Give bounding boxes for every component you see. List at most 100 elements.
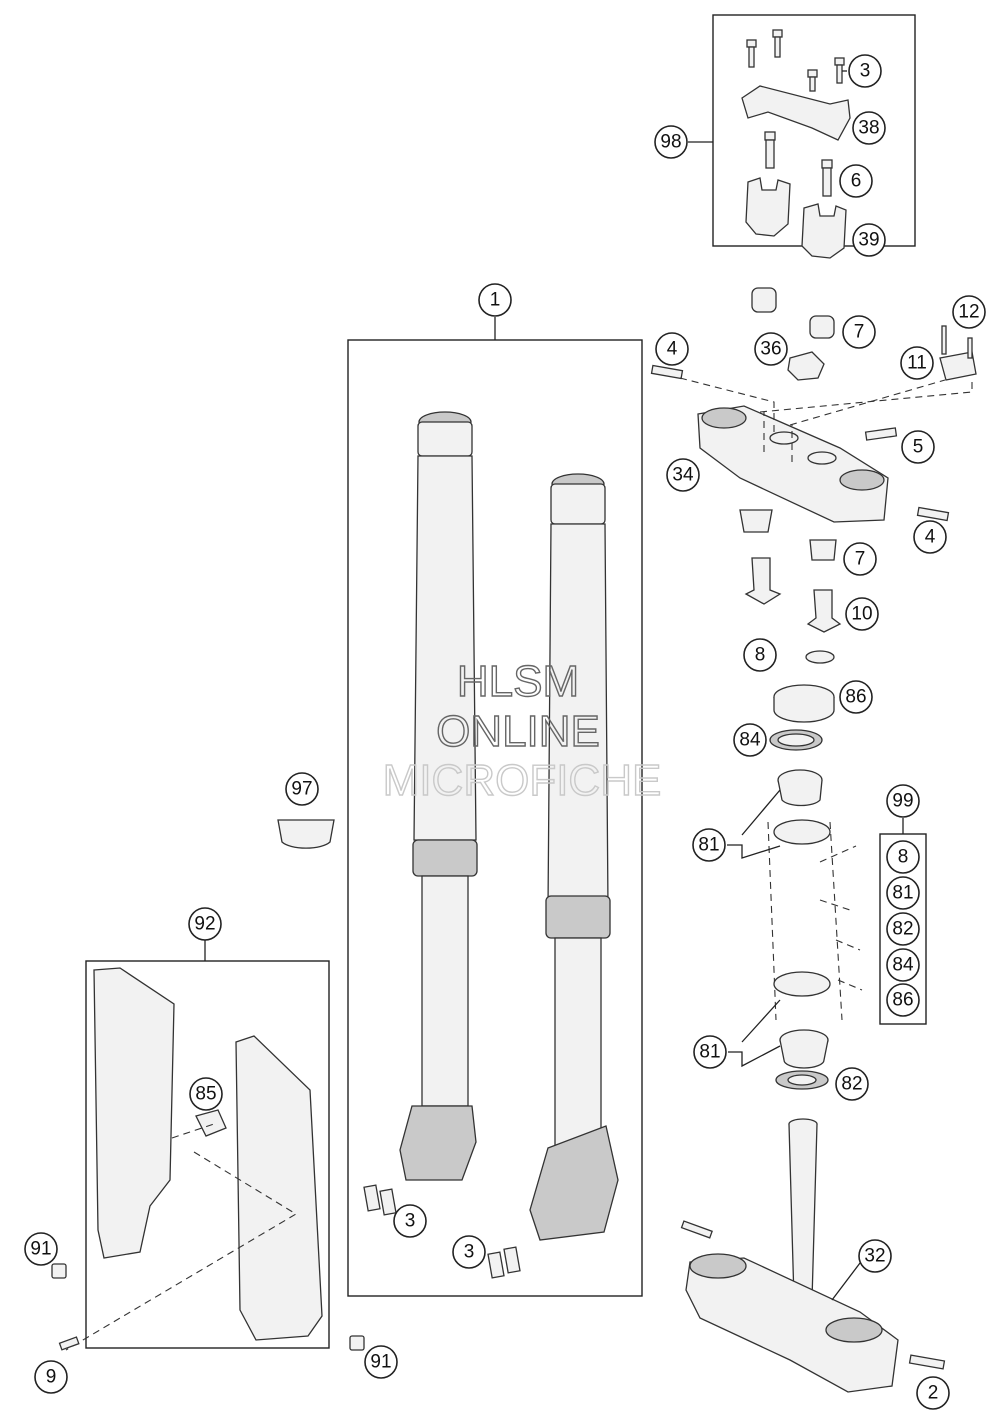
svg-text:97: 97	[291, 779, 312, 800]
mount-bracket	[939, 351, 977, 381]
kit-99-item-84[interactable]: 84	[886, 948, 920, 982]
svg-text:32: 32	[864, 1246, 885, 1267]
svg-text:91: 91	[30, 1239, 51, 1260]
fork-protector-ring	[277, 819, 335, 849]
callout-91-bottom[interactable]: 91	[364, 1345, 398, 1379]
svg-text:3: 3	[860, 61, 871, 82]
callout-6[interactable]: 6	[839, 164, 873, 198]
kit-99-box	[879, 818, 927, 1025]
svg-text:34: 34	[672, 465, 694, 486]
callout-85[interactable]: 85	[189, 1077, 223, 1111]
svg-text:7: 7	[855, 549, 866, 570]
steering-nut	[787, 351, 825, 381]
handlebar-clamp-top	[741, 85, 851, 141]
kit-98-frame	[688, 14, 916, 259]
callout-12[interactable]: 12	[952, 295, 986, 329]
svg-text:8: 8	[898, 847, 909, 868]
kit-99-item-8[interactable]: 8	[886, 840, 920, 874]
svg-text:81: 81	[698, 835, 719, 856]
watermark-line1: HLSM	[457, 657, 579, 706]
callout-32[interactable]: 32	[858, 1239, 892, 1273]
callout-3-kit[interactable]: 3	[848, 54, 882, 88]
bushings	[739, 509, 842, 633]
svg-text:81: 81	[892, 883, 913, 904]
callout-39[interactable]: 39	[852, 223, 886, 257]
callout-99[interactable]: 99	[886, 784, 920, 818]
callout-98[interactable]: 98	[654, 125, 688, 159]
lower-triple-clamp	[680, 1118, 946, 1393]
svg-text:6: 6	[851, 171, 862, 192]
callout-5[interactable]: 5	[901, 430, 935, 464]
svg-text:7: 7	[854, 322, 865, 343]
fork-leg-left	[399, 411, 478, 1181]
callout-4-top[interactable]: 4	[655, 332, 689, 366]
callout-1[interactable]: 1	[478, 283, 512, 317]
callout-3-fork-right[interactable]: 3	[452, 1235, 486, 1269]
svg-text:1: 1	[490, 290, 501, 311]
svg-text:36: 36	[760, 339, 781, 360]
callout-92[interactable]: 92	[188, 907, 222, 941]
fork-guard-right	[235, 1035, 323, 1341]
svg-text:82: 82	[892, 919, 913, 940]
kit-99-item-82[interactable]: 82	[886, 912, 920, 946]
svg-text:81: 81	[699, 1042, 720, 1063]
callout-7-top[interactable]: 7	[842, 315, 876, 349]
svg-text:84: 84	[892, 955, 914, 976]
svg-text:10: 10	[851, 604, 872, 625]
bearing-stack	[727, 650, 863, 1090]
callout-2[interactable]: 2	[916, 1376, 950, 1410]
svg-text:86: 86	[845, 687, 866, 708]
svg-text:3: 3	[464, 1242, 475, 1263]
watermark: HLSM ONLINE MICROFICHE	[382, 656, 662, 805]
callout-4-bottom[interactable]: 4	[913, 520, 947, 554]
fork-assembly	[347, 317, 643, 1297]
svg-text:91: 91	[370, 1352, 391, 1373]
callout-8[interactable]: 8	[743, 638, 777, 672]
callout-11[interactable]: 11	[900, 346, 934, 380]
svg-text:98: 98	[660, 132, 681, 153]
svg-text:11: 11	[907, 353, 927, 374]
svg-text:9: 9	[46, 1367, 57, 1388]
fork-guards	[65, 940, 330, 1351]
upper-triple-clamp-body	[697, 405, 889, 523]
svg-text:86: 86	[892, 990, 913, 1011]
callout-10[interactable]: 10	[845, 597, 879, 631]
callout-81-top[interactable]: 81	[692, 828, 726, 862]
fork-leg-right	[529, 473, 619, 1241]
callout-86[interactable]: 86	[839, 680, 873, 714]
svg-text:99: 99	[892, 791, 913, 812]
fork-guard-left	[93, 967, 175, 1259]
svg-text:4: 4	[667, 339, 678, 360]
callout-36[interactable]: 36	[754, 332, 788, 366]
callout-34[interactable]: 34	[666, 458, 700, 492]
svg-text:4: 4	[925, 527, 936, 548]
handlebar-clamp-base-left	[745, 177, 791, 237]
callout-38[interactable]: 38	[852, 111, 886, 145]
callout-97[interactable]: 97	[285, 772, 319, 806]
fork-axle-bolts	[363, 1184, 521, 1279]
lower-triple-clamp-body	[685, 1257, 899, 1393]
svg-text:92: 92	[194, 914, 215, 935]
watermark-line3: MICROFICHE	[383, 756, 662, 805]
svg-text:5: 5	[913, 437, 924, 458]
callout-9[interactable]: 9	[34, 1360, 68, 1394]
callout-3-fork-left[interactable]: 3	[393, 1204, 427, 1238]
callout-7-bottom[interactable]: 7	[843, 542, 877, 576]
svg-text:12: 12	[958, 302, 979, 323]
svg-text:2: 2	[928, 1383, 939, 1404]
svg-text:3: 3	[405, 1211, 416, 1232]
svg-text:85: 85	[195, 1084, 216, 1105]
callout-91-left[interactable]: 91	[24, 1232, 58, 1266]
kit-99-item-81[interactable]: 81	[886, 876, 920, 910]
kit-99-item-86[interactable]: 86	[886, 983, 920, 1017]
svg-text:82: 82	[841, 1074, 862, 1095]
kit-98-bolts	[746, 29, 845, 197]
callout-81-bottom[interactable]: 81	[693, 1035, 727, 1069]
svg-text:39: 39	[858, 230, 879, 251]
callout-84[interactable]: 84	[733, 723, 767, 757]
upper-triple-clamp	[650, 287, 977, 523]
svg-text:84: 84	[739, 730, 761, 751]
callout-82[interactable]: 82	[835, 1067, 869, 1101]
svg-text:38: 38	[858, 118, 879, 139]
